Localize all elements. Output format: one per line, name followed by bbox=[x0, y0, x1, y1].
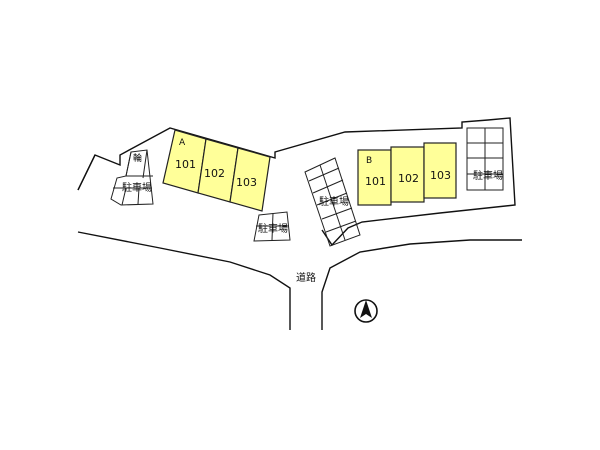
building-a-label: A bbox=[179, 138, 186, 148]
building-a-unit-102-label: 102 bbox=[204, 167, 225, 180]
building-b-unit-102 bbox=[390, 146, 425, 203]
building-b: B 101 102 103 bbox=[357, 142, 457, 206]
parking-center: 駐車場 bbox=[253, 211, 291, 242]
building-b-unit-103 bbox=[423, 142, 457, 199]
building-b-label: B bbox=[366, 156, 372, 166]
parking-middle-label: 駐車場 bbox=[319, 195, 349, 208]
building-a-unit-103-label: 103 bbox=[236, 176, 257, 189]
parking-right-label: 駐車場 bbox=[473, 169, 503, 182]
parking-middle: 駐車場 bbox=[304, 157, 361, 247]
road: 道路 bbox=[77, 231, 522, 330]
north-arrow-icon bbox=[354, 299, 378, 323]
road-label: 道路 bbox=[296, 271, 316, 284]
bicycle-parking-label: 輪 bbox=[133, 152, 142, 164]
building-b-unit-103-label: 103 bbox=[430, 169, 451, 182]
parking-left-label: 駐車場 bbox=[122, 181, 152, 194]
parking-center-label: 駐車場 bbox=[258, 222, 288, 235]
building-a: A 101 102 103 bbox=[162, 129, 271, 212]
property-boundary bbox=[77, 117, 516, 247]
building-b-unit-102-label: 102 bbox=[398, 172, 419, 185]
building-a-unit-101-label: 101 bbox=[175, 158, 196, 171]
parking-left: 輪 駐車場 bbox=[110, 149, 154, 206]
building-a-unit-103 bbox=[229, 147, 271, 212]
building-b-unit-101-label: 101 bbox=[365, 175, 386, 188]
parking-right: 駐車場 bbox=[466, 127, 504, 191]
